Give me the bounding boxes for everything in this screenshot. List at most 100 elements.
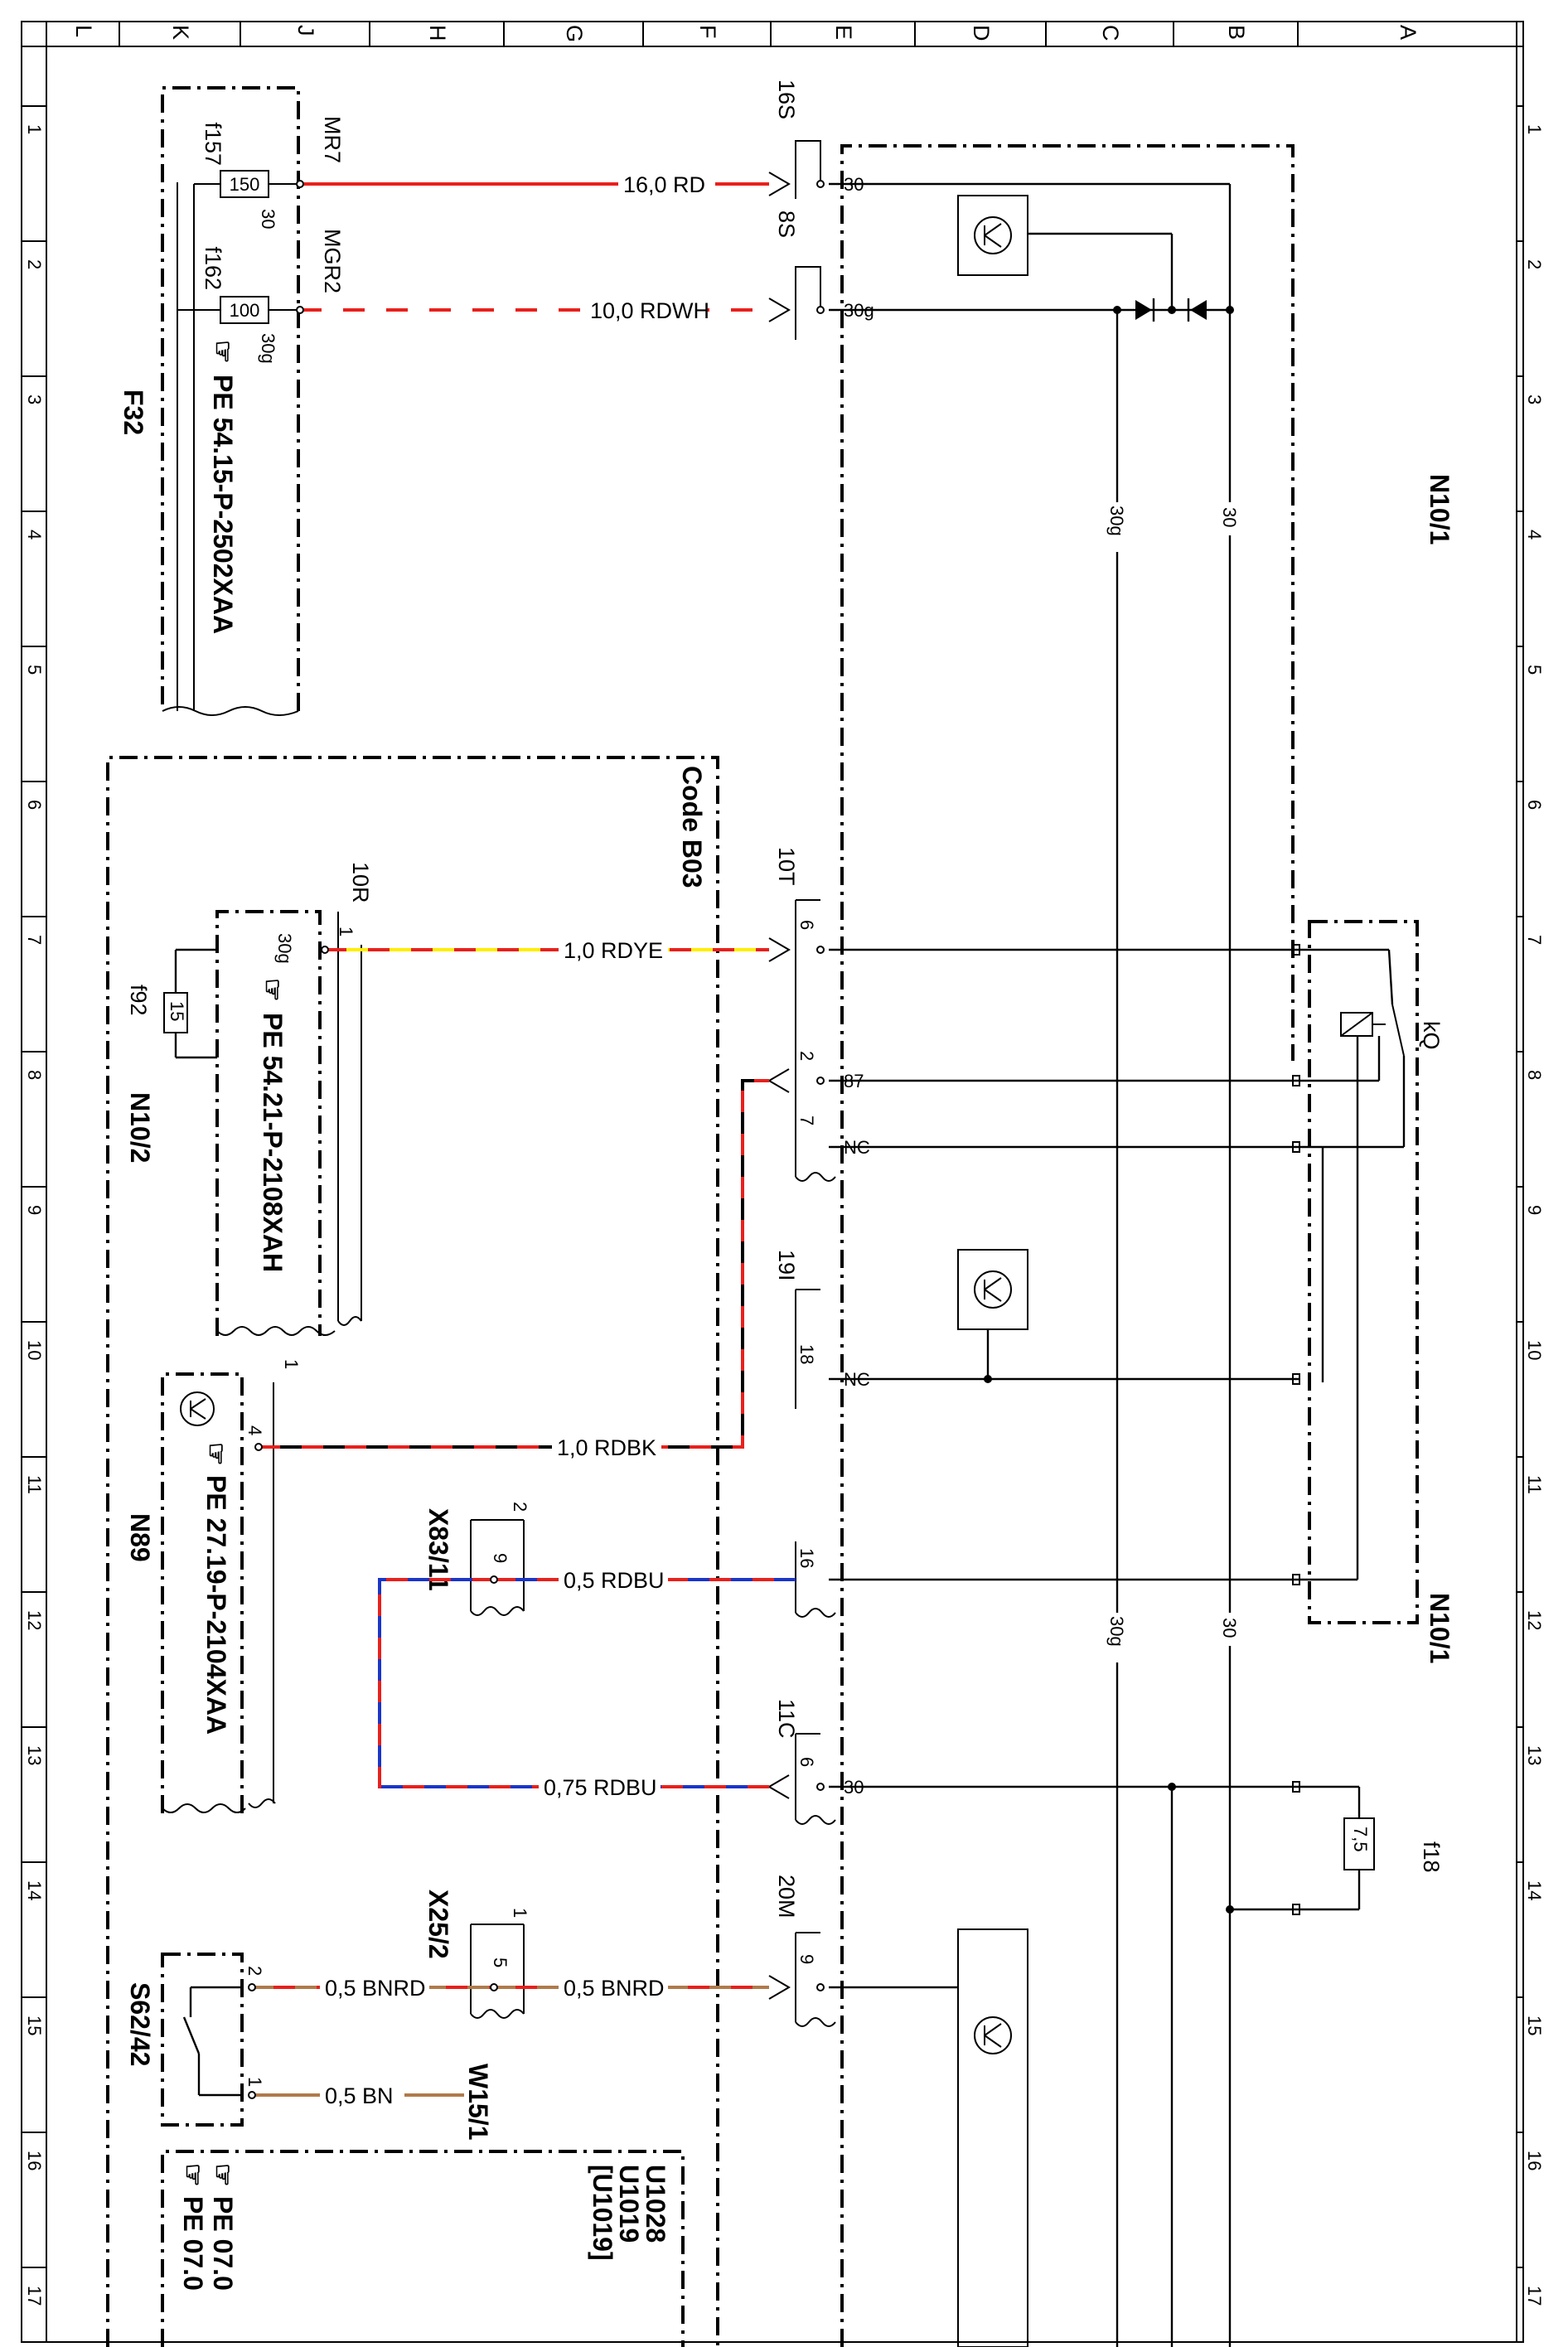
bus-label-mask-4 <box>1218 1613 1241 1646</box>
wire-label-w2: 10,0 RDWH <box>590 298 709 323</box>
diode-pair <box>1028 232 1234 322</box>
sheet-frame <box>21 21 1524 2343</box>
row-label-right: 14 <box>1524 1880 1545 1900</box>
module-n10-2: 15 f92 N10/2 30g 1 10R ☞ PE 54.21-P-2108… <box>125 862 373 1336</box>
conn-10t-name: 10T <box>774 847 799 886</box>
bus-label-mask-3 <box>1106 1613 1129 1662</box>
s62-name: S62/42 <box>125 1982 155 2066</box>
row-label-right: 16 <box>1524 2151 1545 2170</box>
wire-w6-stripe <box>378 1578 769 1788</box>
column-header: A <box>1396 25 1420 40</box>
conn-16s-name: 16S <box>774 80 799 119</box>
conn-11c-pin: 6 <box>796 1757 817 1767</box>
conn-19i-pin: 18 <box>796 1344 817 1364</box>
row-label-left: 7 <box>24 935 45 945</box>
row-label-left: 9 <box>24 1205 45 1215</box>
transistor-symbol-3 <box>957 1928 1028 2347</box>
bottom-box-hand-2: ☞ <box>178 2163 208 2187</box>
n89-conn-pin: 1 <box>281 1359 302 1369</box>
row-label-right: 8 <box>1524 1070 1545 1080</box>
wire-label-w4: 1,0 RDBK <box>557 1435 656 1460</box>
row-label-left: 15 <box>24 2016 45 2035</box>
bus-label-mask-2 <box>1218 502 1241 535</box>
row-label-left: 1 <box>24 124 45 134</box>
wire-label-bg <box>539 1774 661 1800</box>
row-label-left: 6 <box>24 800 45 810</box>
connector-16: 16 <box>795 1541 836 1618</box>
column-header: B <box>1224 25 1249 40</box>
wire-label-w5: 0,5 RDBU <box>564 1568 665 1593</box>
wire-label-bg <box>320 2082 404 2108</box>
x83-name: X83/11 <box>423 1508 453 1591</box>
bottom-box-ref-2: PE 07.0 <box>178 2196 208 2291</box>
row-label-left: 2 <box>24 259 45 269</box>
pin-marker <box>248 2091 256 2099</box>
row-label-right: 9 <box>1524 1205 1545 1215</box>
connector-19i: 19I 18 NC <box>774 1250 870 1409</box>
x83-pin: 9 <box>490 1553 511 1563</box>
wire-label-bg <box>559 1974 668 2001</box>
f32-break <box>162 706 299 716</box>
fuse-f162-name: f162 <box>201 246 225 290</box>
n10-2-term: 30g <box>274 933 295 964</box>
row-label-right: 5 <box>1524 665 1545 675</box>
wire-label-w3: 1,0 RDYE <box>564 938 663 963</box>
conn-20m-pin: 9 <box>796 1954 817 1964</box>
pin-marker <box>254 1443 263 1451</box>
conn-8s-pin: 30g <box>844 300 874 321</box>
n89-hand-icon: ☞ <box>201 1442 231 1466</box>
conn-19i-name: 19I <box>774 1250 799 1281</box>
n10-2-pin: 1 <box>336 927 356 936</box>
row-label-left: 12 <box>24 1610 45 1630</box>
conn-10t-pin2: 2 <box>796 1051 817 1061</box>
f32-boundary <box>161 86 300 711</box>
n10-1-label-top: N10/1 <box>1425 474 1454 544</box>
wire-w6 <box>378 1578 769 1788</box>
fuse-box-f32: 150 f157 30 MR7 100 f162 30g MGR2 F32 ☞ … <box>119 86 345 716</box>
s62-pin1: 1 <box>244 2077 265 2087</box>
fuse-f18-rating: 7,5 <box>1350 1827 1371 1852</box>
s62-pin2: 2 <box>244 1966 265 1976</box>
connector-20m: 20M 9 <box>774 1875 836 2027</box>
wire-label-bg <box>320 1974 429 2001</box>
connector-10t: 10T 6 2 7 87 NC <box>774 847 870 1182</box>
fuse-f157-name: f157 <box>201 122 225 166</box>
column-header: C <box>1098 25 1123 41</box>
pin-marker <box>816 1783 825 1791</box>
conn-8s-name: 8S <box>774 211 799 238</box>
wire-w4-stripe <box>259 1079 769 1449</box>
pin-marker <box>816 946 825 954</box>
conn-16-pin: 16 <box>796 1548 817 1568</box>
relay-kq: kQ <box>1299 920 1444 1624</box>
conn-10t-termnc: NC <box>844 1137 870 1158</box>
n10-2-conn: 10R <box>348 862 373 903</box>
bottom-box-ref-1: PE 07.0 <box>208 2196 238 2291</box>
pin-mr7: MR7 <box>320 116 345 163</box>
w15-name: W15/1 <box>463 2064 493 2140</box>
n89-name: N89 <box>125 1513 155 1562</box>
main-module-pin-markers <box>1292 944 1300 1915</box>
row-label-right: 12 <box>1524 1610 1545 1630</box>
column-header: F <box>695 25 720 39</box>
pin-marker <box>296 306 304 314</box>
fuse-f162-terminal: 30g <box>258 333 278 364</box>
wire-label-bg <box>618 171 715 197</box>
pin-marker <box>490 1575 498 1584</box>
column-header: D <box>969 25 994 41</box>
pin-marker <box>296 180 304 188</box>
junction-nc2 <box>984 1375 992 1383</box>
transistor-symbol-1 <box>957 195 1028 276</box>
column-header: H <box>425 25 450 41</box>
fuse-f18: 7,5 f18 <box>1226 1785 1444 1914</box>
wire-label-w8: 0,5 BNRD <box>564 1976 665 2001</box>
x25-pin-top: 1 <box>510 1908 530 1918</box>
conn-11c-name: 11C <box>774 1699 799 1739</box>
row-label-right: 1 <box>1524 124 1545 134</box>
wire-label-bg <box>585 297 707 323</box>
column-header: K <box>168 25 193 40</box>
row-label-left: 8 <box>24 1070 45 1080</box>
row-label-right: 4 <box>1524 530 1545 540</box>
row-label-left: 4 <box>24 530 45 540</box>
conn-10t-pin7: 7 <box>796 1115 817 1125</box>
